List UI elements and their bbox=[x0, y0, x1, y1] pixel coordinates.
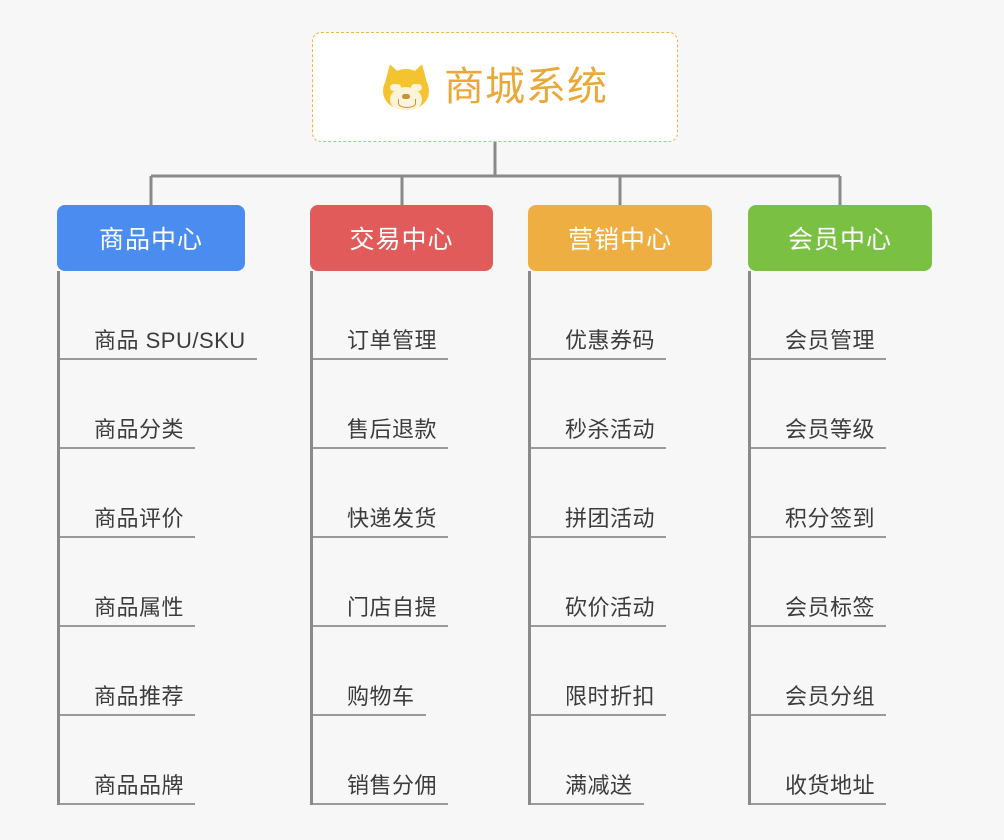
branch-header-1[interactable]: 商品中心 bbox=[57, 205, 245, 271]
leaf-item[interactable]: 门店自提 bbox=[313, 538, 493, 627]
leaf-label: 积分签到 bbox=[785, 506, 876, 531]
leaf-rule bbox=[531, 447, 666, 449]
leaf-item[interactable]: 秒杀活动 bbox=[531, 360, 712, 449]
leaf-item[interactable]: 拼团活动 bbox=[531, 449, 712, 538]
leaf-label: 会员分组 bbox=[785, 684, 876, 709]
root-title: 商城系统 bbox=[444, 65, 608, 109]
leaf-rule bbox=[751, 358, 886, 360]
leaf-item[interactable]: 商品评价 bbox=[60, 449, 246, 538]
leaf-rule bbox=[751, 803, 886, 805]
leaf-item[interactable]: 商品推荐 bbox=[60, 627, 246, 716]
leaf-label: 限时折扣 bbox=[565, 684, 656, 709]
leaf-item[interactable]: 订单管理 bbox=[313, 271, 493, 360]
leaf-item[interactable]: 快递发货 bbox=[313, 449, 493, 538]
leaf-item[interactable]: 收货地址 bbox=[751, 716, 932, 805]
leaf-label: 会员标签 bbox=[785, 595, 876, 620]
leaf-label: 砍价活动 bbox=[565, 595, 656, 620]
leaf-label: 订单管理 bbox=[347, 328, 438, 353]
branch-column-4: 会员中心 会员管理 会员等级 积分签到 会员标签 会员分组 bbox=[748, 205, 932, 805]
leaf-item[interactable]: 购物车 bbox=[313, 627, 493, 716]
leaf-item[interactable]: 限时折扣 bbox=[531, 627, 712, 716]
leaf-label: 商品评价 bbox=[94, 506, 185, 531]
leaf-rule bbox=[313, 358, 448, 360]
leaf-rule bbox=[751, 536, 886, 538]
leaf-label: 商品推荐 bbox=[94, 684, 185, 709]
branch-items-3: 优惠券码 秒杀活动 拼团活动 砍价活动 限时折扣 满减送 bbox=[528, 271, 712, 805]
leaf-rule bbox=[313, 714, 426, 716]
branch-column-2: 交易中心 订单管理 售后退款 快递发货 门店自提 购物车 bbox=[310, 205, 493, 805]
shiba-dog-face-icon bbox=[381, 61, 431, 110]
leaf-item[interactable]: 积分签到 bbox=[751, 449, 932, 538]
leaf-rule bbox=[531, 536, 666, 538]
branch-items-1: 商品 SPU/SKU 商品分类 商品评价 商品属性 商品推荐 商品品牌 bbox=[57, 271, 257, 805]
leaf-label: 售后退款 bbox=[347, 417, 438, 442]
leaf-rule bbox=[751, 625, 886, 627]
leaf-rule bbox=[531, 714, 666, 716]
leaf-label: 收货地址 bbox=[785, 773, 876, 798]
leaf-item[interactable]: 会员标签 bbox=[751, 538, 932, 627]
leaf-item[interactable]: 售后退款 bbox=[313, 360, 493, 449]
leaf-rule bbox=[313, 803, 448, 805]
leaf-item[interactable]: 销售分佣 bbox=[313, 716, 493, 805]
leaf-label: 满减送 bbox=[565, 773, 633, 798]
leaf-label: 会员等级 bbox=[785, 417, 876, 442]
branch-header-3[interactable]: 营销中心 bbox=[528, 205, 712, 271]
leaf-rule bbox=[60, 358, 257, 360]
leaf-label: 商品分类 bbox=[94, 417, 185, 442]
leaf-rule bbox=[751, 714, 886, 716]
branch-items-4: 会员管理 会员等级 积分签到 会员标签 会员分组 收货地址 bbox=[748, 271, 932, 805]
leaf-rule bbox=[60, 803, 195, 805]
leaf-item[interactable]: 商品品牌 bbox=[60, 716, 246, 805]
root-node[interactable]: 商城系统 bbox=[312, 32, 678, 142]
leaf-rule bbox=[60, 536, 195, 538]
leaf-item[interactable]: 商品 SPU/SKU bbox=[60, 271, 257, 360]
leaf-label: 商品 SPU/SKU bbox=[94, 328, 246, 353]
leaf-rule bbox=[531, 803, 644, 805]
leaf-item[interactable]: 满减送 bbox=[531, 716, 712, 805]
leaf-rule bbox=[60, 625, 195, 627]
leaf-rule bbox=[313, 625, 448, 627]
leaf-label: 购物车 bbox=[347, 684, 415, 709]
branch-column-1: 商品中心 商品 SPU/SKU 商品分类 商品评价 商品属性 商品推荐 bbox=[57, 205, 257, 805]
branch-header-2[interactable]: 交易中心 bbox=[310, 205, 493, 271]
leaf-item[interactable]: 优惠券码 bbox=[531, 271, 712, 360]
leaf-label: 商品品牌 bbox=[94, 773, 185, 798]
leaf-label: 商品属性 bbox=[94, 595, 185, 620]
branch-items-2: 订单管理 售后退款 快递发货 门店自提 购物车 销售分佣 bbox=[310, 271, 493, 805]
leaf-item[interactable]: 会员分组 bbox=[751, 627, 932, 716]
leaf-rule bbox=[531, 358, 666, 360]
leaf-rule bbox=[60, 714, 195, 716]
leaf-rule bbox=[531, 625, 666, 627]
leaf-label: 门店自提 bbox=[347, 595, 438, 620]
branch-header-4[interactable]: 会员中心 bbox=[748, 205, 932, 271]
leaf-rule bbox=[313, 447, 448, 449]
branch-column-3: 营销中心 优惠券码 秒杀活动 拼团活动 砍价活动 限时折扣 bbox=[528, 205, 712, 805]
leaf-label: 会员管理 bbox=[785, 328, 876, 353]
leaf-label: 拼团活动 bbox=[565, 506, 656, 531]
leaf-item[interactable]: 商品分类 bbox=[60, 360, 246, 449]
leaf-item[interactable]: 会员管理 bbox=[751, 271, 932, 360]
leaf-item[interactable]: 砍价活动 bbox=[531, 538, 712, 627]
leaf-label: 优惠券码 bbox=[565, 328, 656, 353]
leaf-label: 销售分佣 bbox=[347, 773, 438, 798]
leaf-rule bbox=[751, 447, 886, 449]
leaf-rule bbox=[313, 536, 448, 538]
leaf-label: 快递发货 bbox=[347, 506, 438, 531]
leaf-label: 秒杀活动 bbox=[565, 417, 656, 442]
leaf-item[interactable]: 会员等级 bbox=[751, 360, 932, 449]
leaf-item[interactable]: 商品属性 bbox=[60, 538, 246, 627]
leaf-rule bbox=[60, 447, 195, 449]
